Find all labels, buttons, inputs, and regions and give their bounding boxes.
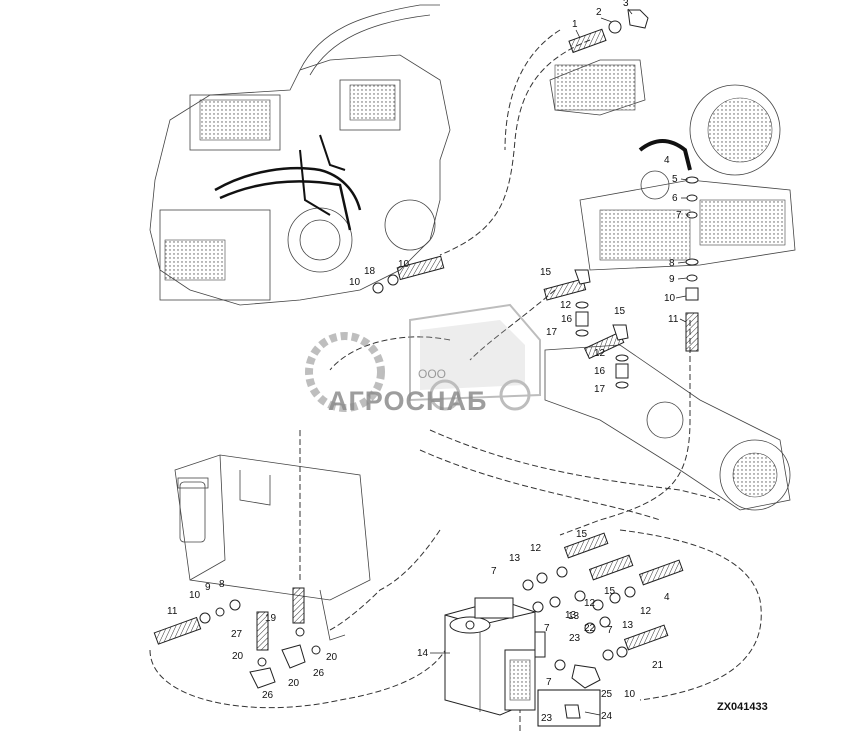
callout-label: 22	[584, 623, 596, 634]
filter-housing	[174, 454, 371, 641]
callout-label: 7	[676, 210, 682, 221]
callout-label: 15	[604, 586, 616, 597]
callout-label: 12	[560, 300, 572, 311]
callout-label: 15	[576, 529, 588, 540]
callout-label: 12	[584, 598, 596, 609]
callout-label: 3	[623, 0, 629, 9]
steering-valve	[444, 597, 546, 716]
callout-label: 1	[572, 19, 578, 30]
figure-code: ZX041433	[717, 701, 768, 713]
callout-label: 15	[614, 306, 626, 317]
callout-label: 20	[326, 652, 338, 663]
callout-label: 7	[491, 566, 497, 577]
detail-box	[537, 689, 601, 727]
callout-label: 10	[398, 259, 410, 270]
watermark-logo	[305, 303, 541, 412]
callout-label: 16	[594, 366, 606, 377]
callout-numbers: 1 2 3 4 5 6 7 8 9 10 11 15 12 16 17 15 1…	[167, 0, 682, 724]
callout-label: 4	[664, 155, 670, 166]
callout-label: 8	[219, 579, 225, 590]
callout-label: 19	[265, 613, 277, 624]
callout-label: 7	[544, 623, 550, 634]
leader-lines	[430, 8, 690, 716]
callout-label: 11	[167, 606, 178, 617]
hose-routing-lines	[149, 29, 762, 731]
callout-label: 14	[417, 648, 429, 659]
callout-label: 21	[652, 660, 664, 671]
callout-label: 9	[205, 582, 211, 593]
callout-label: 13	[509, 553, 521, 564]
callout-label: 15	[540, 267, 552, 278]
watermark-company-name: АГРОСНАБ	[328, 386, 487, 416]
callout-label: 23	[541, 713, 553, 724]
callout-label: 25	[601, 689, 613, 700]
callout-label: 10	[189, 590, 201, 601]
callout-label: 20	[232, 651, 244, 662]
watermark-company-form: ООО	[418, 367, 446, 381]
callout-label: 16	[561, 314, 573, 325]
callout-label: 26	[262, 690, 274, 701]
callout-label: 13	[622, 620, 634, 631]
callout-label: 2	[596, 7, 602, 18]
callout-label: 6	[672, 193, 678, 204]
callout-label: 20	[288, 678, 300, 689]
callout-label: 24	[601, 711, 613, 722]
callout-label: 11	[668, 314, 679, 325]
callout-label: 9	[669, 274, 675, 285]
engine-assembly	[149, 4, 451, 306]
callout-label: 7	[546, 677, 552, 688]
hose-fittings	[153, 9, 699, 719]
callout-label: 5	[672, 174, 678, 185]
callout-label: 12	[530, 543, 542, 554]
callout-label: 4	[664, 592, 670, 603]
callout-label: 10	[349, 277, 361, 288]
callout-label: 18	[364, 266, 376, 277]
callout-label: 8	[669, 258, 675, 269]
callout-label: 17	[546, 327, 558, 338]
callout-label: 7	[607, 625, 613, 636]
callout-label: 10	[624, 689, 636, 700]
callout-label: 10	[664, 293, 676, 304]
callout-label: 23	[569, 633, 581, 644]
callout-label: 17	[594, 384, 606, 395]
callout-label: 27	[231, 629, 243, 640]
callout-label: 26	[313, 668, 325, 679]
callout-label: 12	[640, 606, 652, 617]
callout-label: 12	[594, 348, 606, 359]
callout-label: 13	[568, 611, 580, 622]
callout-label: 13	[565, 610, 577, 621]
